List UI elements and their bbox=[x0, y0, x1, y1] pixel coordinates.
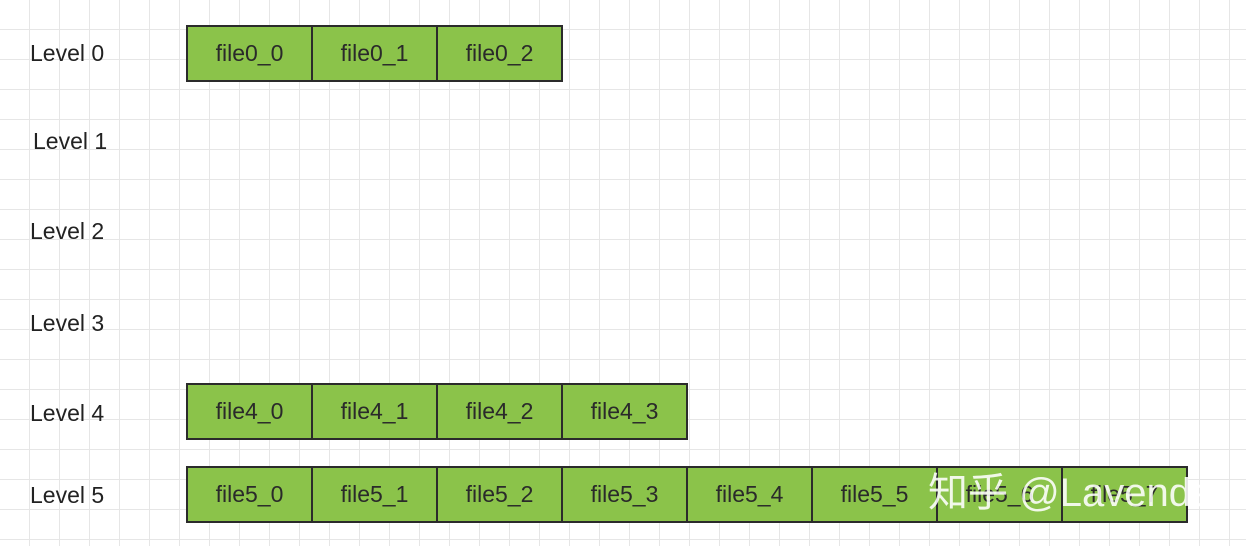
file-block: file4_2 bbox=[436, 383, 563, 440]
file-block: file5_4 bbox=[686, 466, 813, 523]
level-5-files: file5_0 file5_1 file5_2 file5_3 file5_4 … bbox=[186, 466, 1188, 523]
file-block: file5_1 bbox=[311, 466, 438, 523]
level-0-label: Level 0 bbox=[30, 40, 105, 66]
file-block: file4_0 bbox=[186, 383, 313, 440]
level-1-label: Level 1 bbox=[33, 128, 108, 154]
watermark: 知乎 @Lavender bbox=[928, 471, 1227, 515]
file-block: file5_5 bbox=[811, 466, 938, 523]
file-block: file4_3 bbox=[561, 383, 688, 440]
file-block: file0_2 bbox=[436, 25, 563, 82]
level-4-files: file4_0 file4_1 file4_2 file4_3 bbox=[186, 383, 688, 440]
level-3-label: Level 3 bbox=[30, 310, 105, 336]
level-0-files: file0_0 file0_1 file0_2 bbox=[186, 25, 563, 82]
file-block: file4_1 bbox=[311, 383, 438, 440]
file-block: file5_3 bbox=[561, 466, 688, 523]
file-block: file0_0 bbox=[186, 25, 313, 82]
file-block: file5_2 bbox=[436, 466, 563, 523]
level-4-label: Level 4 bbox=[30, 400, 105, 426]
file-block: file5_0 bbox=[186, 466, 313, 523]
file-block: file5_6 bbox=[936, 466, 1063, 523]
file-block: file5_7 bbox=[1061, 466, 1188, 523]
level-5-label: Level 5 bbox=[30, 482, 105, 508]
level-2-label: Level 2 bbox=[30, 218, 105, 244]
file-block: file0_1 bbox=[311, 25, 438, 82]
